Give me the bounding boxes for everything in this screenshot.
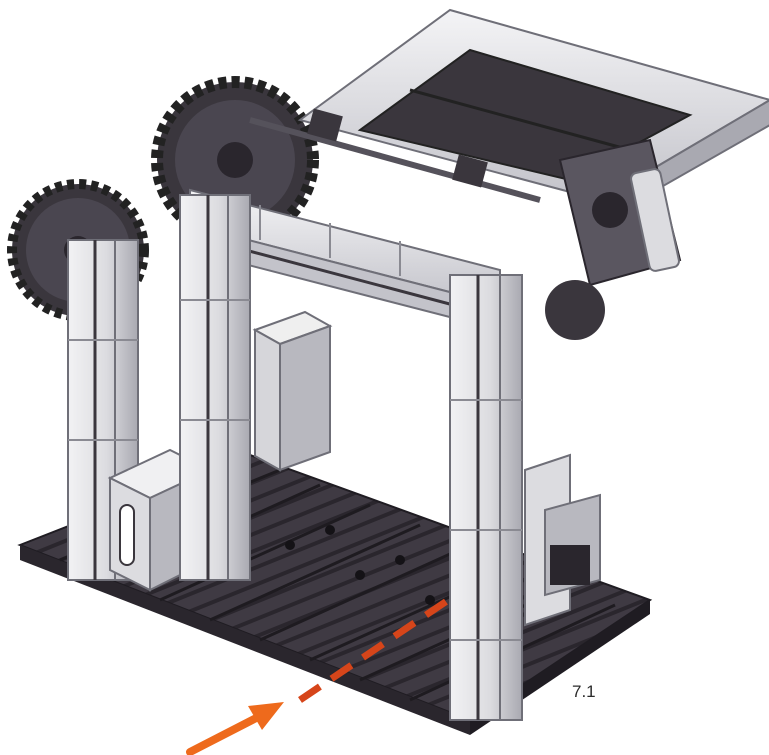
carriage-rod	[249, 108, 541, 203]
middle-pillar	[179, 194, 251, 581]
figure-label: 7.1	[572, 682, 596, 701]
top-frame	[297, 8, 769, 224]
motor-box	[252, 310, 333, 472]
light-beam-dashed	[298, 579, 477, 703]
orange-arrow-icon	[186, 702, 284, 755]
right-pillar	[449, 274, 523, 721]
receiver-block	[524, 453, 601, 627]
pivot-plate	[545, 138, 682, 340]
